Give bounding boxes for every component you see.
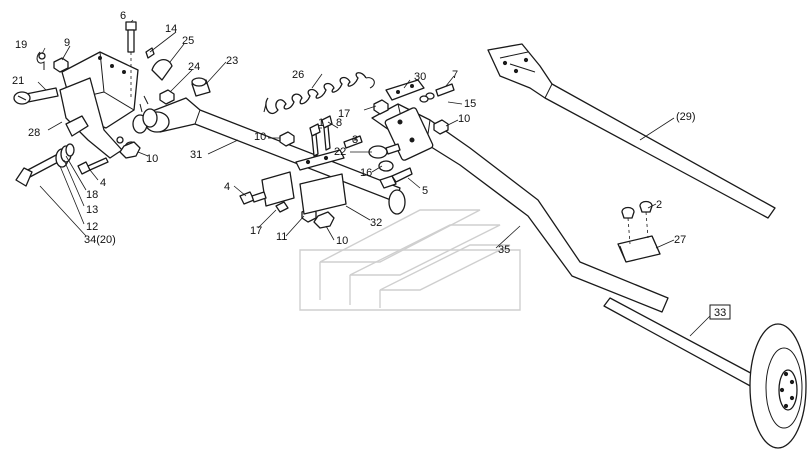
callout-10-right: 10 <box>458 113 470 125</box>
part-29-upper-arm <box>487 43 776 219</box>
part-9-nut <box>53 57 69 73</box>
callout-13: 13 <box>86 204 98 216</box>
callout-22: 22 <box>334 146 346 158</box>
part-24-nut <box>159 89 175 105</box>
callout-34-20: 34(20) <box>84 234 116 246</box>
callout-32: 32 <box>370 217 382 229</box>
part-30-bracket <box>385 79 425 101</box>
callout-27: 27 <box>674 234 686 246</box>
callout-12: 12 <box>86 221 98 233</box>
part-4-bolt-left <box>77 157 109 175</box>
callout-18: 18 <box>86 189 98 201</box>
callout-10-mid: 10 <box>254 131 266 143</box>
callout-6: 6 <box>120 10 126 22</box>
part-16-ring <box>378 160 394 172</box>
part-6-bolt-top <box>125 21 137 98</box>
callout-24: 24 <box>188 61 200 73</box>
watermark-logo <box>299 209 521 311</box>
part-10-nut-left <box>119 141 141 159</box>
leader-lines <box>37 19 713 337</box>
callout-11: 11 <box>276 231 287 243</box>
callout-26: 26 <box>292 69 304 81</box>
callout-15: 15 <box>464 98 476 110</box>
callout-labels: 6 14 25 19 9 21 24 23 28 10 4 18 13 12 3… <box>12 10 731 320</box>
callout-5: 5 <box>422 185 428 197</box>
callout-33: 33 <box>714 307 726 319</box>
callout-33-box <box>709 304 731 320</box>
part-10-nut-right <box>433 119 449 135</box>
callout-35: 35 <box>498 244 510 256</box>
callout-17-upper: 17 <box>338 108 350 120</box>
callout-17-lower: 17 <box>250 225 262 237</box>
part-5-bolt <box>379 167 413 189</box>
callout-9: 9 <box>64 37 70 49</box>
callout-7: 7 <box>452 69 458 81</box>
callout-23: 23 <box>226 55 238 67</box>
callout-2: 2 <box>656 199 662 211</box>
callout-1: 1 <box>318 117 324 129</box>
callout-25: 25 <box>182 35 194 47</box>
callout-8: 8 <box>336 117 342 129</box>
part-21-handle-pin <box>13 87 59 105</box>
callout-3: 3 <box>352 134 358 146</box>
callout-19: 19 <box>15 39 27 51</box>
callout-30: 30 <box>414 71 426 83</box>
part-27-clamp <box>617 200 661 263</box>
callout-29: (29) <box>676 111 696 123</box>
part-25-cone-cap <box>151 59 173 81</box>
part-28-bracket-assembly <box>59 51 139 159</box>
washers-12-13-18 <box>55 143 75 168</box>
part-26-tension-spring <box>263 72 375 115</box>
callout-10-left: 10 <box>146 153 158 165</box>
callout-28: 28 <box>28 127 40 139</box>
part-33-disc-wheel <box>603 297 807 449</box>
part-3-bolt <box>343 135 363 149</box>
part-7-bolt <box>419 83 455 103</box>
part-19-clip-pin <box>36 51 46 70</box>
callout-14: 14 <box>165 23 177 35</box>
part-10-nut-mid <box>279 131 295 147</box>
part-22-eye-bolt <box>368 143 401 159</box>
part-lower-bracket <box>239 171 347 223</box>
part-plate-center <box>295 115 345 171</box>
part-34-long-pin <box>15 153 63 187</box>
callout-10-bottom: 10 <box>336 235 348 247</box>
part-23-bushing <box>191 77 211 97</box>
callout-16: 16 <box>360 167 372 179</box>
callout-31: 31 <box>190 149 202 161</box>
part-10-nut-upper <box>373 99 389 115</box>
callout-4-left: 4 <box>100 177 106 189</box>
callout-21: 21 <box>12 75 24 87</box>
part-31-bushings <box>132 95 158 134</box>
part-10-nut-bottom <box>313 211 335 229</box>
callout-4-center: 4 <box>224 181 230 193</box>
